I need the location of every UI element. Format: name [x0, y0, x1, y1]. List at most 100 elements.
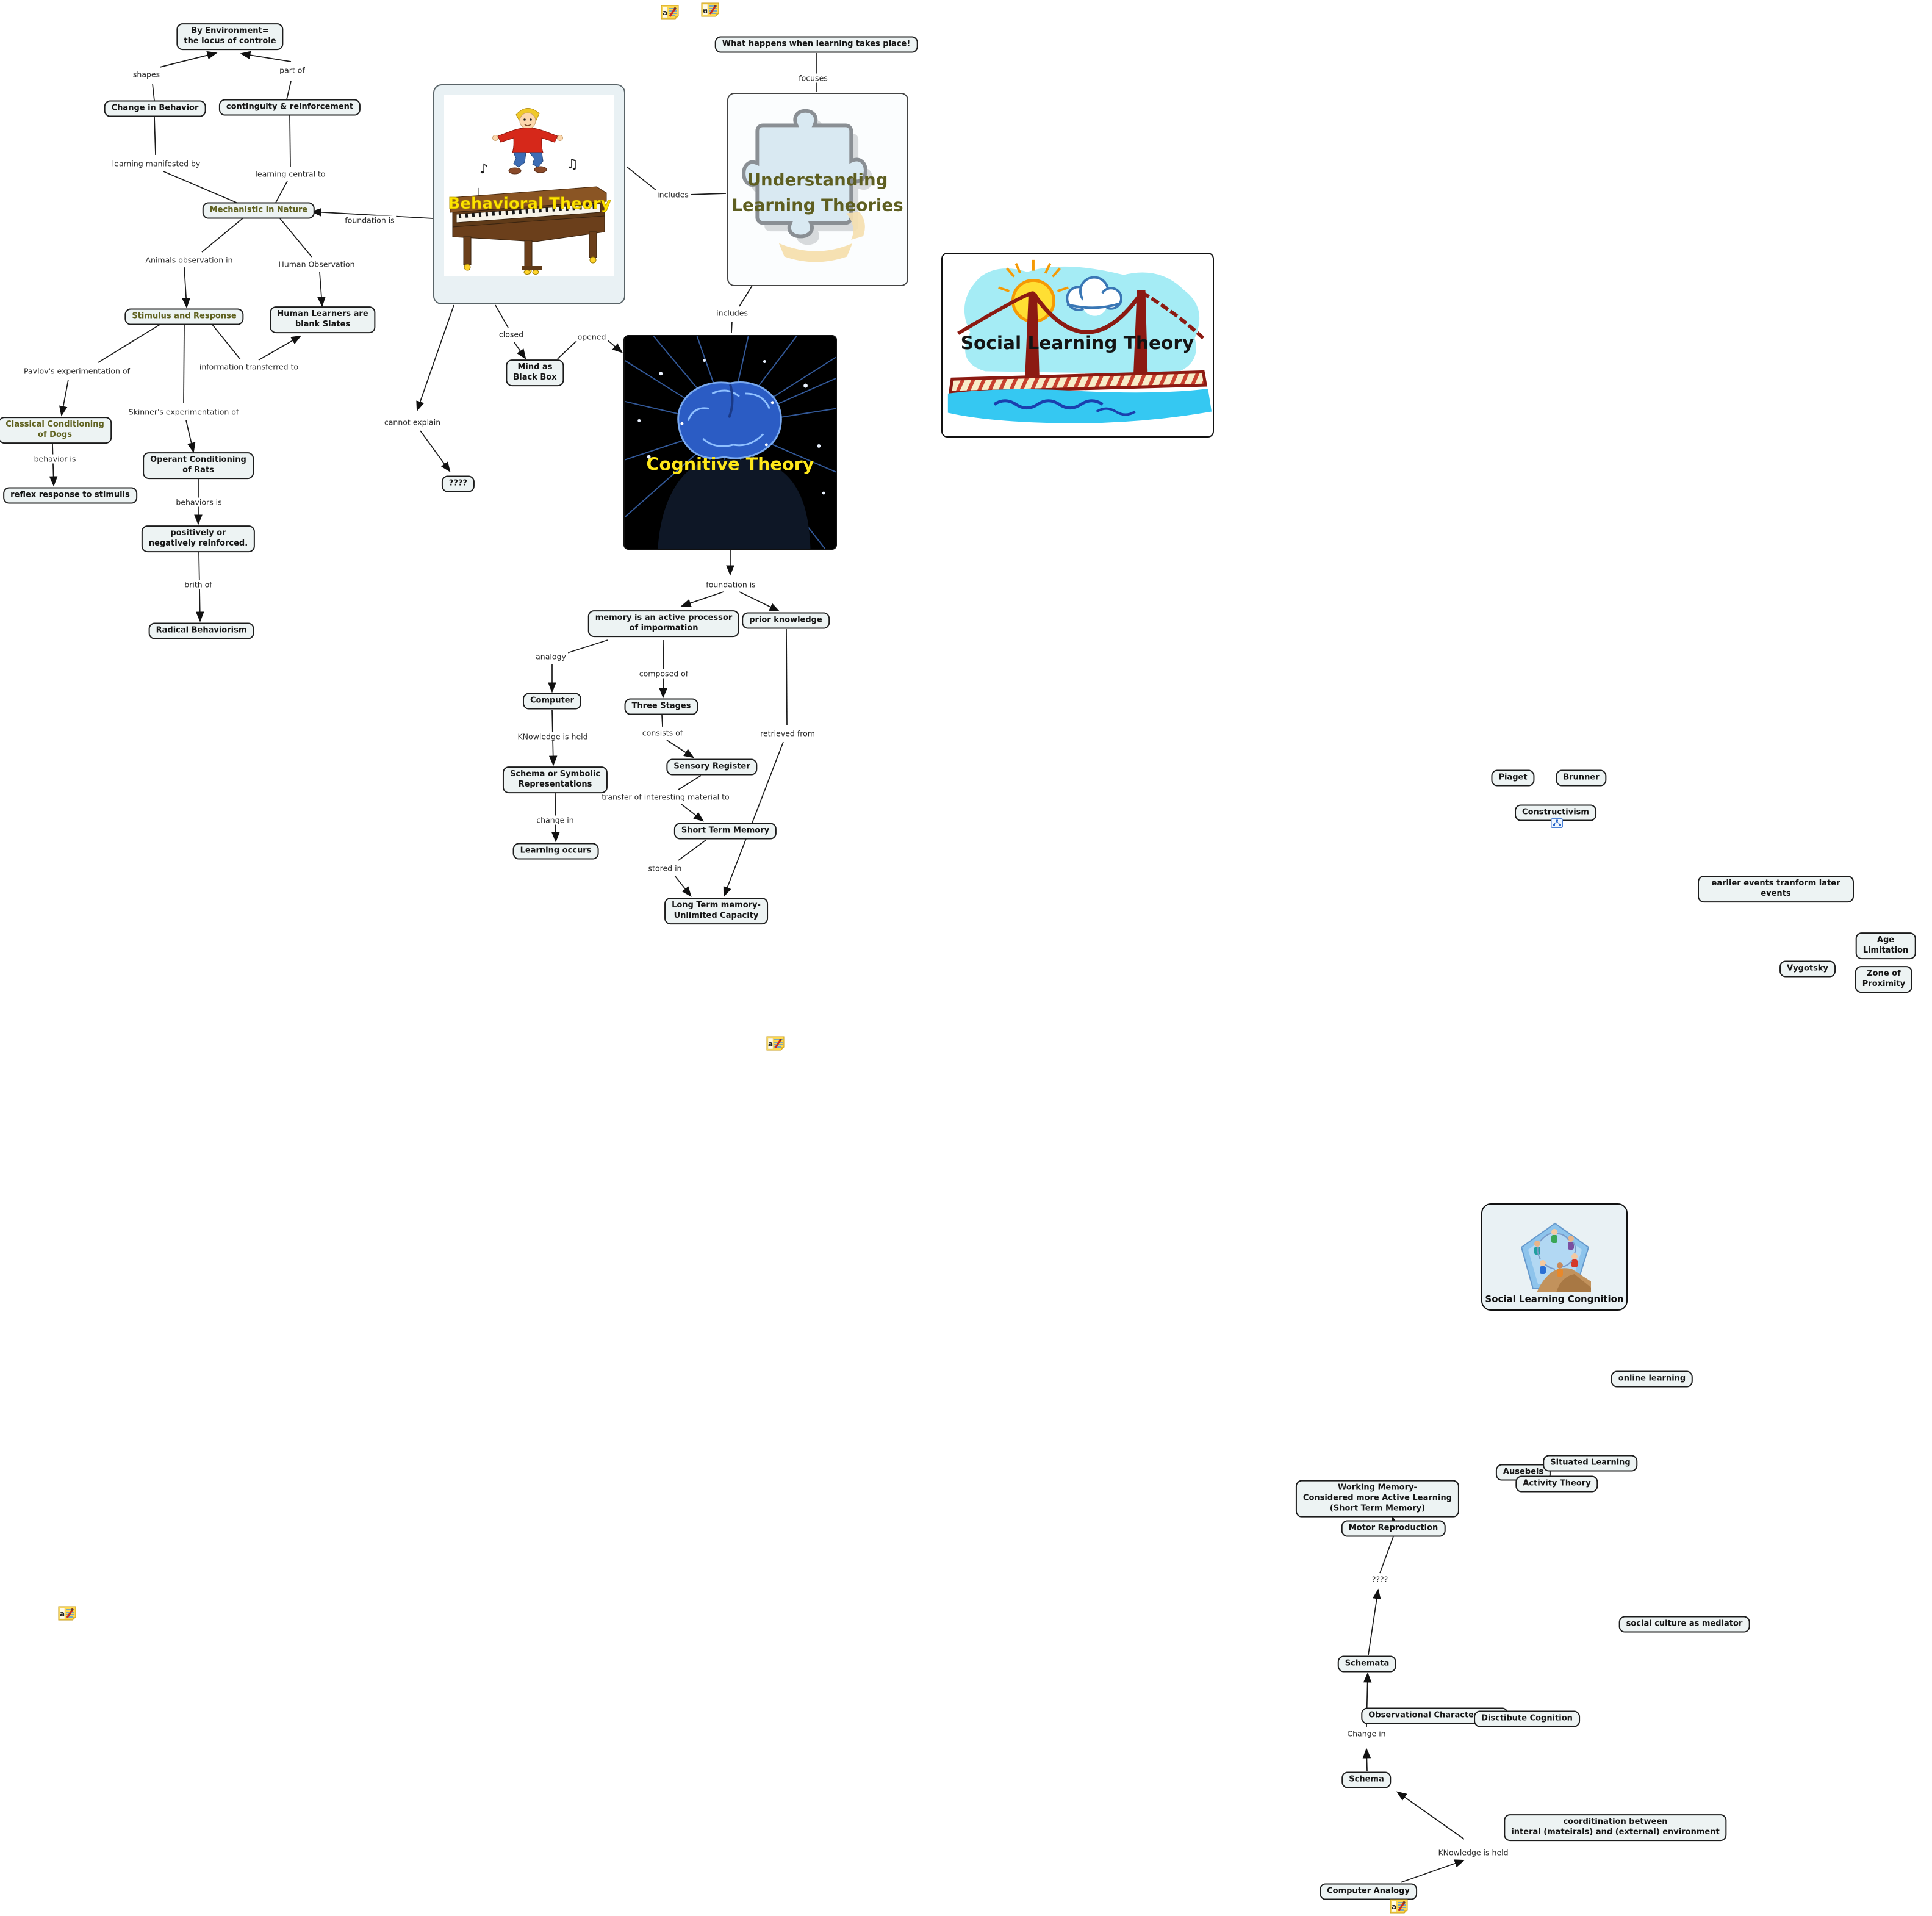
link-label[interactable]: focuses: [797, 73, 830, 83]
concept-node-activity-theory[interactable]: Activity Theory: [1515, 1475, 1598, 1493]
link-label[interactable]: KNowledge is held: [1436, 1848, 1510, 1857]
concept-node-motor-reproduction[interactable]: Motor Reproduction: [1341, 1520, 1446, 1537]
link-label[interactable]: shapes: [131, 70, 162, 79]
concept-node-situated-learning[interactable]: Situated Learning: [1543, 1455, 1638, 1472]
grand-piano-illustration: [450, 186, 607, 275]
concept-node-mechanistic[interactable]: Mechanistic in Nature: [202, 202, 315, 219]
connector-line: [212, 324, 241, 360]
annotation-note-icon[interactable]: a: [766, 1035, 785, 1051]
concept-node-operant-conditioning[interactable]: Operant Conditioning of Rats: [143, 452, 254, 479]
link-label[interactable]: closed: [497, 330, 526, 339]
concept-node-age-limitation[interactable]: Age Limitation: [1855, 932, 1916, 959]
connector-line: [626, 166, 658, 192]
concept-node-reflex-response[interactable]: reflex response to stimulis: [3, 487, 137, 504]
link-label[interactable]: stored in: [646, 863, 684, 873]
concept-node-short-term-memory[interactable]: Short Term Memory: [673, 823, 777, 840]
concept-node-what-happens[interactable]: What happens when learning takes place!: [714, 36, 918, 53]
kids-circle-illustration: [1520, 1222, 1591, 1292]
link-label[interactable]: opened: [575, 332, 608, 342]
note-icon-glyph: a: [766, 1036, 785, 1051]
concept-node-disctibute-cognition[interactable]: Disctibute Cognition: [1474, 1710, 1580, 1727]
concept-node-by-environment[interactable]: By Environment= the locus of controle: [176, 23, 284, 50]
annotation-note-icon[interactable]: a: [58, 1605, 76, 1621]
link-label[interactable]: part of: [278, 65, 307, 75]
concept-node-long-term-memory[interactable]: Long Term memory- Unlimited Capacity: [664, 898, 768, 924]
concept-node-continguity[interactable]: continguity & reinforcement: [218, 99, 361, 116]
concept-node-memory-processor[interactable]: memory is an active processor of imporma…: [587, 610, 740, 637]
concept-node-human-learners[interactable]: Human Learners are blank Slates: [270, 306, 376, 333]
connector-line: [163, 171, 239, 204]
link-label[interactable]: composed of: [637, 669, 691, 679]
cognitive-theory-picture-node[interactable]: Cognitive Theory: [623, 335, 837, 550]
connector-line: [659, 639, 667, 699]
annotation-note-icon[interactable]: a: [661, 4, 679, 20]
concept-node-positively-negatively[interactable]: positively or negatively reinforced.: [141, 525, 256, 552]
link-label[interactable]: Change in: [1345, 1729, 1388, 1738]
concept-node-social-culture-mediator[interactable]: social culture as mediator: [1618, 1616, 1750, 1633]
concept-node-working-memory[interactable]: Working Memory- Considered more Active L…: [1295, 1480, 1460, 1518]
link-label[interactable]: Human Observation: [276, 259, 357, 269]
link-label[interactable]: ????: [1370, 1574, 1390, 1584]
link-label[interactable]: KNowledge is held: [515, 732, 590, 741]
connector-line: [98, 324, 160, 363]
concept-node-piaget[interactable]: Piaget: [1491, 769, 1535, 787]
concept-node-change-in-behavior[interactable]: Change in Behavior: [104, 100, 206, 117]
dancing-boy-figure: [492, 108, 563, 175]
link-label[interactable]: cannot explain: [382, 417, 443, 427]
concept-node-schema-symbolic[interactable]: Schema or Symbolic Representations: [502, 766, 608, 793]
link-label[interactable]: includes: [714, 308, 750, 318]
connector-line: [557, 339, 578, 359]
concept-node-prior-knowledge[interactable]: prior knowledge: [742, 612, 830, 629]
link-label[interactable]: learning manifested by: [110, 159, 203, 168]
concept-node-schema[interactable]: Schema: [1341, 1771, 1392, 1788]
link-label[interactable]: Skinner's experimentation of: [126, 407, 241, 417]
concept-node-three-stages[interactable]: Three Stages: [624, 698, 698, 715]
concept-node-online-learning[interactable]: online learning: [1611, 1370, 1693, 1388]
concept-node-sensory-register[interactable]: Sensory Register: [666, 758, 758, 776]
link-label[interactable]: behaviors is: [174, 497, 224, 507]
concept-node-radical-behaviorism[interactable]: Radical Behaviorism: [148, 622, 254, 639]
concept-node-computer-analogy[interactable]: Computer Analogy: [1320, 1883, 1417, 1900]
concept-node-learning-occurs[interactable]: Learning occurs: [512, 843, 599, 860]
understanding-learning-theories-picture-node[interactable]: Understanding Learning Theories: [727, 93, 908, 286]
concept-node-classical-conditioning[interactable]: Classical Conditioning of Dogs: [0, 417, 112, 444]
connector-line: [731, 321, 733, 334]
link-label[interactable]: Pavlov's experimentation of: [22, 366, 132, 376]
link-label[interactable]: retrieved from: [758, 729, 817, 738]
connector-line: [739, 285, 753, 307]
annotation-note-icon[interactable]: a: [701, 1, 719, 17]
link-label[interactable]: change in: [534, 815, 576, 825]
annotation-note-icon[interactable]: a: [1390, 1898, 1408, 1914]
link-label[interactable]: information transferred to: [197, 362, 301, 372]
concept-node-computer[interactable]: Computer: [522, 693, 582, 710]
social-learning-theory-picture-node[interactable]: Social Learning Theory: [941, 253, 1214, 438]
concept-node-schemata[interactable]: Schemata: [1337, 1655, 1397, 1673]
concept-node-brunner[interactable]: Brunner: [1556, 769, 1607, 787]
concept-node-vygotsky[interactable]: Vygotsky: [1779, 960, 1836, 978]
concept-node-constructivism[interactable]: Constructivism: [1515, 804, 1596, 821]
concept-node-question-marks-left[interactable]: ????: [441, 475, 475, 492]
submap-tree-icon[interactable]: [1551, 818, 1563, 828]
connector-line: [495, 304, 509, 328]
link-label[interactable]: behavior is: [32, 454, 78, 464]
behavioral-theory-picture-node[interactable]: ♪♫ ♩♪: [433, 84, 625, 304]
link-label[interactable]: includes: [655, 190, 691, 200]
concept-node-zone-of-proximity[interactable]: Zone of Proximity: [1855, 966, 1913, 993]
link-label[interactable]: analogy: [534, 652, 568, 661]
concept-node-coorditination[interactable]: coorditination between interal (mateiral…: [1504, 1814, 1727, 1841]
concept-node-mind-black-box[interactable]: Mind as Black Box: [506, 359, 564, 386]
connector-line: [286, 81, 292, 100]
connector-line: [666, 740, 695, 758]
connector-line: [723, 741, 784, 898]
link-label[interactable]: Animals observation in: [143, 255, 235, 265]
link-label[interactable]: consists of: [640, 728, 685, 738]
concept-node-earlier-events[interactable]: earlier events tranform later events: [1698, 876, 1854, 902]
concept-node-stimulus-response[interactable]: Stimulus and Response: [124, 308, 244, 325]
link-label[interactable]: learning central to: [253, 169, 328, 179]
link-label[interactable]: brith of: [182, 580, 214, 589]
link-label[interactable]: foundation is: [704, 580, 758, 589]
social-learning-congnition-picture-node[interactable]: Social Learning Congnition: [1481, 1203, 1628, 1311]
link-label[interactable]: foundation is: [343, 215, 397, 225]
link-label[interactable]: transfer of interesting material to: [600, 792, 731, 802]
water: [947, 389, 1212, 423]
